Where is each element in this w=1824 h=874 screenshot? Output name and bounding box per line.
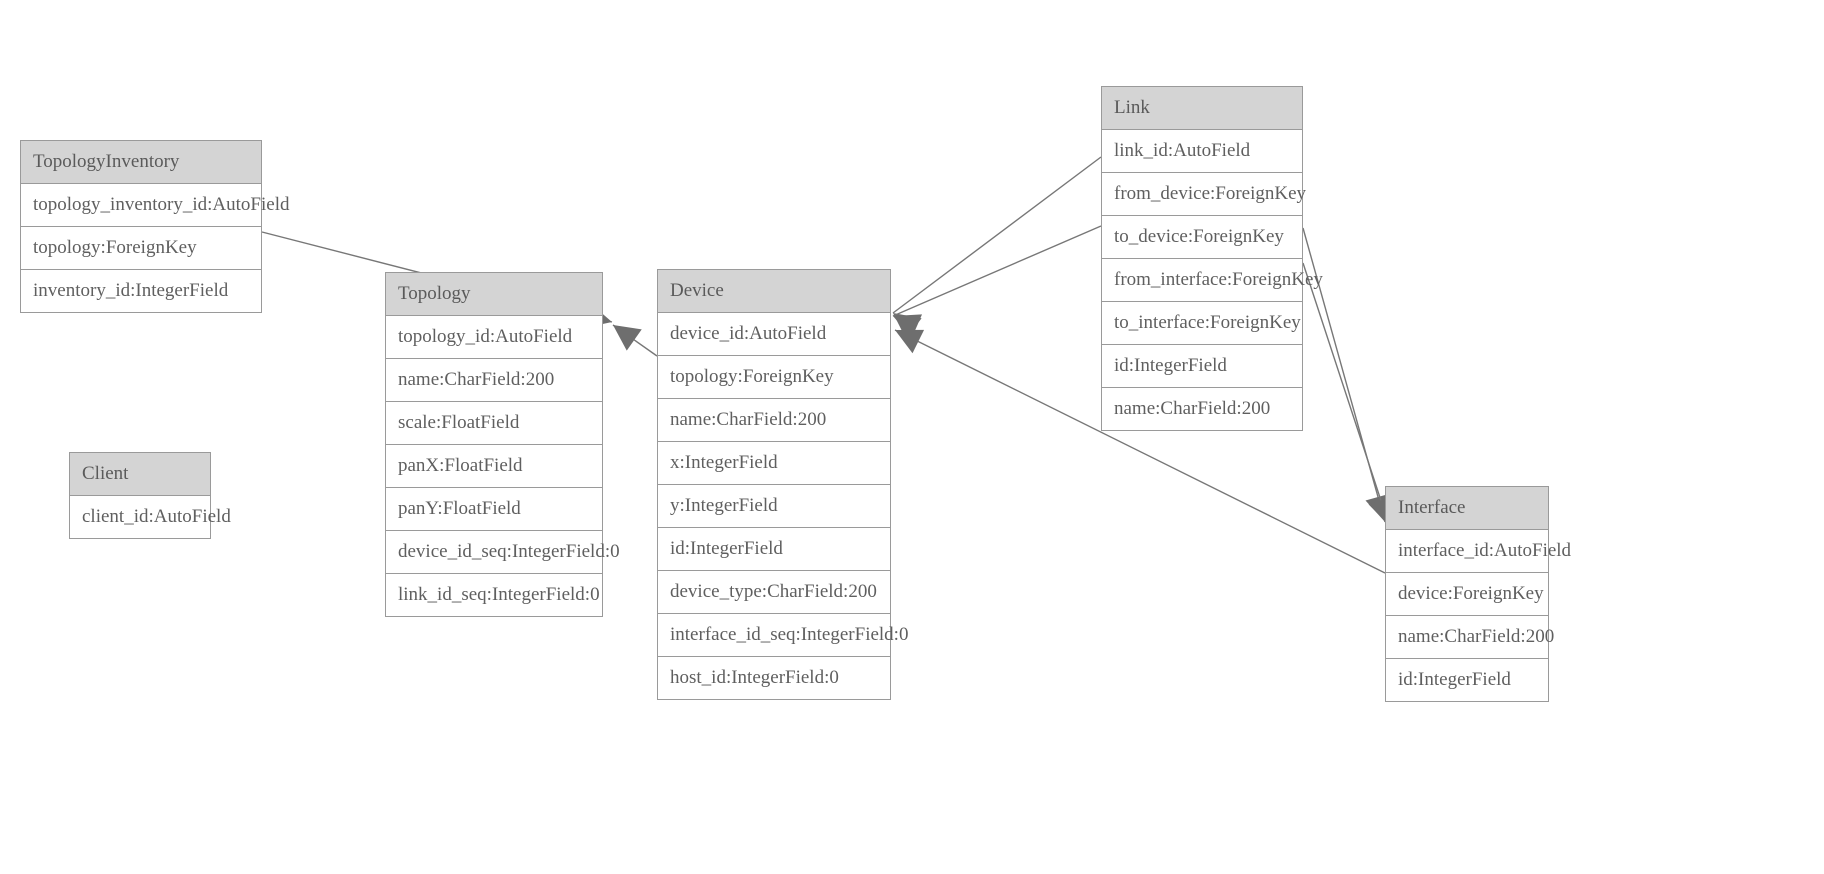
entity-title: Link [1102,87,1302,130]
entity-field: interface_id_seq:IntegerField:0 [658,614,908,657]
relationship-arrowhead [895,329,925,354]
entity-field: link_id_seq:IntegerField:0 [386,574,602,616]
relationship-line [1302,262,1390,526]
entity-field: panX:FloatField [386,445,602,488]
entity-title: Topology [386,273,602,316]
relationship-line [892,225,1102,317]
entity-field: to_device:ForeignKey [1102,216,1302,259]
entity-field: topology:ForeignKey [21,227,261,270]
entity-title: TopologyInventory [21,141,261,184]
entity-field: topology_id:AutoField [386,316,602,359]
entity-field: name:CharField:200 [1102,388,1302,430]
entity-field: inventory_id:IntegerField [21,270,261,312]
entity-title: Device [658,270,890,313]
entity-field: to_interface:ForeignKey [1102,302,1302,345]
entity-field: topology_inventory_id:AutoField [21,184,290,227]
entity-field: name:CharField:200 [658,399,890,442]
entity-field: link_id:AutoField [1102,130,1302,173]
entity-field: scale:FloatField [386,402,602,445]
entity-title: Interface [1386,487,1548,530]
entity-title: Client [70,453,210,496]
entity-field: name:CharField:200 [1386,616,1554,659]
entity-field: device_id_seq:IntegerField:0 [386,531,620,574]
relationship-link-to-interface [1302,262,1394,526]
entity-field: x:IntegerField [658,442,890,485]
relationship-device-topology [612,324,658,357]
entity-field: name:CharField:200 [386,359,602,402]
entity-field: device_id:AutoField [658,313,890,356]
relationship-arrowhead [893,313,922,340]
entity-field: from_device:ForeignKey [1102,173,1306,216]
entity-field: id:IntegerField [1386,659,1548,701]
relationship-link-from-device [892,156,1102,340]
entity-field: from_interface:ForeignKey [1102,259,1323,302]
entity-field: device:ForeignKey [1386,573,1548,616]
entity-field: panY:FloatField [386,488,602,531]
entity-field: interface_id:AutoField [1386,530,1571,573]
relationship-arrowhead [613,325,642,351]
relationship-link-to-device [892,225,1102,339]
entity-field: topology:ForeignKey [658,356,890,399]
relationship-line [612,324,658,357]
relationship-arrowhead [893,314,923,339]
relationship-line [892,156,1102,314]
entity-field: y:IntegerField [658,485,890,528]
entity-field: id:IntegerField [658,528,890,571]
entity-field: id:IntegerField [1102,345,1302,388]
entity-field: host_id:IntegerField:0 [658,657,890,699]
entity-field: device_type:CharField:200 [658,571,890,614]
entity-field: client_id:AutoField [70,496,231,538]
